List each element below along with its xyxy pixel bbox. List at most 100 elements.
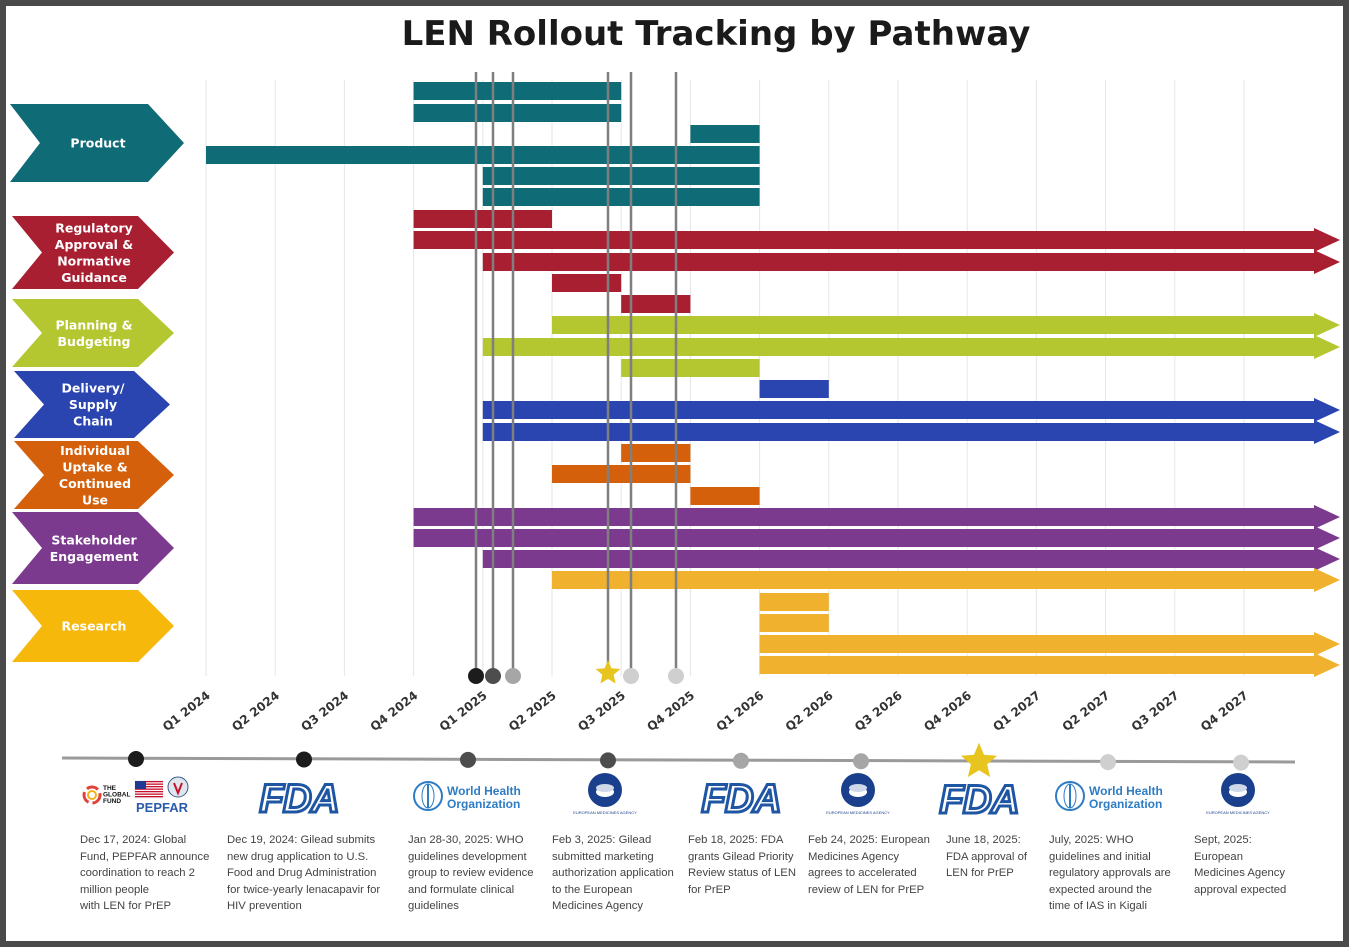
regulatory-timeline-arrow-bar: [413, 228, 1341, 252]
pathway-label-line: Individual: [60, 443, 130, 458]
uptake-timeline-bar: [552, 465, 691, 483]
quarter-tick-label: Q2 2027: [1060, 688, 1113, 734]
us-flag-stripe: [135, 786, 163, 788]
us-flag-stripe: [135, 781, 163, 783]
product-timeline-bar: [413, 104, 622, 122]
quarter-tick-label: Q1 2027: [990, 688, 1043, 734]
pathway-label-line: Delivery/: [62, 381, 125, 396]
pathway-label-research: Research: [62, 619, 127, 634]
fda-logo-text: FDA: [939, 778, 1018, 822]
timeline-milestone-marker: [1100, 754, 1116, 771]
who-emblem-icon: [413, 781, 443, 811]
pathway-label-product: Product: [70, 136, 125, 151]
pathway-chevron-research: [12, 590, 174, 662]
milestone-marker-dot: [668, 668, 684, 684]
research-timeline-bar: [759, 593, 829, 611]
research-timeline-arrow-bar: [759, 653, 1340, 677]
research-timeline-arrow-bar: [552, 568, 1340, 592]
who-logo-line2: Organization: [447, 797, 520, 811]
timeline-milestone-marker: [853, 753, 869, 770]
pathway-chevron-regulatory: [12, 216, 174, 289]
timeline-milestone-marker: [128, 751, 144, 767]
us-flag-stripe: [135, 793, 163, 795]
research-timeline-arrow-bar: [759, 632, 1340, 656]
us-flag-stripe: [135, 783, 163, 785]
us-flag-stripe: [135, 791, 163, 793]
pathway-chevron-planning: [12, 299, 174, 367]
milestone-marker-dot: [485, 668, 501, 684]
fda-logo: FDA: [938, 777, 1021, 824]
pepfar-ribbon-icon: [173, 782, 183, 796]
regulatory-timeline-bar: [413, 210, 552, 228]
ema-logo: EUROPEAN MEDICINES AGENCY: [573, 773, 637, 815]
pathway-label-line: Supply: [69, 397, 117, 412]
pathway-chevron-delivery: [14, 371, 170, 438]
quarter-tick-label: Q1 2025: [437, 688, 490, 734]
quarter-tick-label: Q2 2024: [229, 688, 282, 734]
pathway-label-line: Approval &: [55, 237, 134, 252]
quarter-tick-label: Q3 2024: [298, 688, 351, 734]
milestone-marker-dot: [468, 668, 484, 684]
ema-logo: EUROPEAN MEDICINES AGENCY: [826, 773, 890, 815]
fda-logo: FDA: [700, 776, 783, 823]
planning-timeline-bar: [621, 359, 760, 377]
quarter-tick-label: Q2 2025: [506, 688, 559, 734]
quarter-tick-label: Q1 2026: [714, 688, 767, 734]
pathway-chevron-uptake: [14, 441, 174, 509]
regulatory-timeline-bar: [552, 274, 622, 292]
pathway-label-line: Regulatory: [55, 220, 133, 235]
us-flag-canton: [135, 781, 146, 789]
milestone-description: Sept, 2025: European Medicines Agency ap…: [1194, 834, 1287, 896]
pathway-label-line: Guidance: [61, 270, 127, 285]
timeline-milestone-marker: [460, 751, 476, 768]
ema-logo-text: EUROPEAN MEDICINES AGENCY: [1206, 810, 1270, 815]
global-fund-logo-text: THE: [103, 785, 117, 792]
quarter-tick-label: Q4 2025: [644, 688, 697, 734]
delivery-timeline-bar: [759, 380, 829, 398]
ema-pill-top-icon: [1229, 784, 1247, 792]
milestone-description: Dec 19, 2024: Gilead submits new drug ap…: [227, 834, 381, 912]
pathway-label-line: Budgeting: [58, 334, 131, 349]
quarter-tick-label: Q4 2027: [1198, 688, 1251, 734]
milestone-description: Feb 3, 2025: Gilead submitted marketing …: [552, 834, 674, 912]
product-timeline-bar: [206, 146, 760, 164]
fda-logo-text: FDA: [259, 777, 338, 821]
quarter-tick-label: Q3 2025: [575, 688, 628, 734]
quarter-tick-label: Q4 2024: [368, 688, 421, 734]
pathway-label-line: Continued: [59, 476, 131, 491]
quarter-tick-label: Q3 2027: [1129, 688, 1182, 734]
fda-logo: FDA: [258, 776, 341, 823]
product-timeline-bar: [482, 167, 760, 185]
research-timeline-bar: [759, 614, 829, 632]
us-flag-stripe: [135, 788, 163, 790]
who-globe-icon: [421, 783, 435, 809]
star-icon: [595, 660, 621, 684]
delivery-timeline-arrow-bar: [482, 420, 1340, 444]
timeline-milestone-marker: [1233, 754, 1249, 771]
uptake-timeline-bar: [690, 487, 760, 505]
bottom-timeline-axis: [61, 756, 1296, 764]
milestone-marker-dot: [505, 668, 521, 684]
us-flag-stripe: [135, 796, 163, 798]
milestone-description: Jan 28-30, 2025: WHO guidelines developm…: [408, 834, 534, 912]
timeline-milestone-marker: [296, 751, 312, 768]
pepfar-logo-text: PEPFAR: [136, 800, 189, 815]
milestone-marker-dot: [623, 668, 639, 684]
fda-logo-text: FDA: [701, 777, 780, 821]
milestone-description: Feb 18, 2025: FDA grants Gilead Priority…: [688, 834, 796, 896]
stakeholder-timeline-arrow-bar: [482, 547, 1340, 571]
who-logo-line1: World Health: [447, 784, 521, 798]
star-icon: [960, 742, 998, 778]
pathway-label-line: Research: [62, 619, 127, 634]
pathway-label-line: Use: [82, 492, 108, 507]
pathway-chevron-product: [10, 104, 184, 182]
global-fund-logo-text: FUND: [103, 798, 121, 805]
global-fund-logo-text: GLOBAL: [103, 792, 130, 799]
